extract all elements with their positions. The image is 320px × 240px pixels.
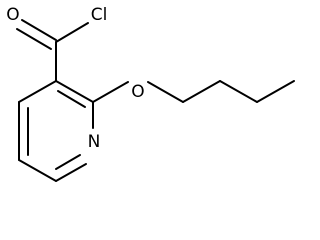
- bond-chain-3: [219, 80, 258, 103]
- bond-ring-n1-c6-inner: [55, 154, 81, 170]
- bonds: [16, 19, 295, 182]
- bond-ring-c4-c3: [18, 80, 57, 103]
- atom-oxygen-ether: O: [131, 82, 144, 102]
- atom-nitrogen: N: [88, 132, 101, 152]
- bond-ring-ether-oxygen: [92, 81, 129, 103]
- bond-ring-c3-c2: [55, 80, 94, 103]
- bond-chain-4: [256, 80, 295, 103]
- atom-oxygen-carbonyl: O: [6, 5, 19, 25]
- bond-ring-c3-c2-inner: [57, 90, 86, 108]
- atom-labels: O Cl O N: [6, 5, 144, 152]
- bond-carbonyl-double-a: [21, 19, 57, 41]
- bond-chain-2: [182, 80, 221, 103]
- bond-ring-c6-c5: [18, 159, 57, 182]
- bond-carbonyl-double-b: [16, 28, 52, 50]
- atom-chlorine: Cl: [91, 5, 108, 25]
- bond-ring-n1-c6: [55, 163, 87, 182]
- structure-diagram: O Cl O N: [6, 5, 295, 182]
- bond-ether-chain-1: [147, 81, 184, 103]
- bond-carbonyl-chlorine: [55, 22, 89, 43]
